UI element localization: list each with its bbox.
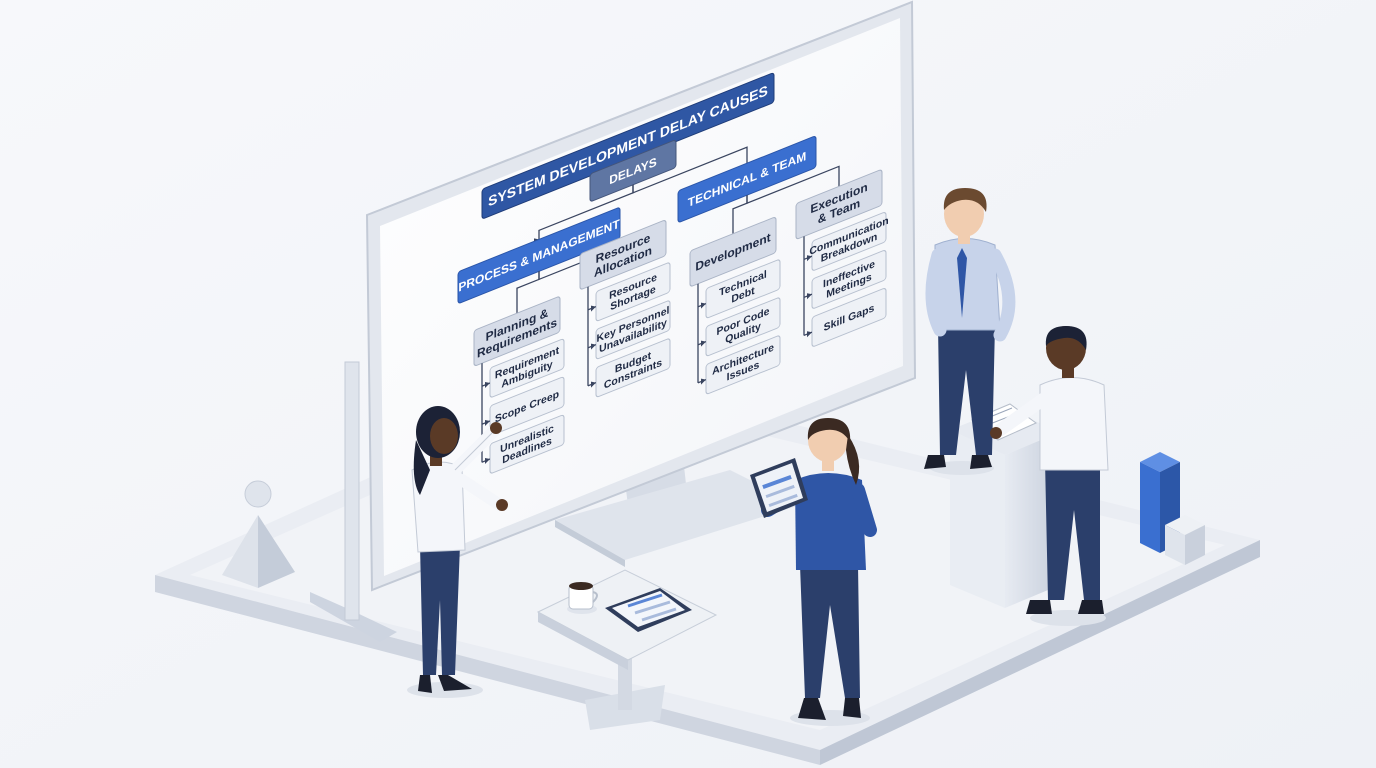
connector-arrow [485, 419, 490, 426]
person-presenter-left [407, 406, 508, 698]
connector-arrow [591, 381, 596, 388]
connector-branch-group [746, 165, 840, 205]
connector-arrow [807, 293, 812, 300]
group-box [473, 296, 561, 366]
connector-root-branch-2 [632, 146, 748, 194]
connector-arrow [701, 378, 706, 385]
connector-arrow [485, 381, 490, 388]
connector-arrow [807, 331, 812, 338]
connector-arrow [701, 340, 706, 347]
connector-arrow [591, 305, 596, 312]
tablet-icon [605, 588, 692, 632]
group-box [689, 217, 777, 287]
group-box [795, 169, 883, 240]
sphere-sculpture-icon [244, 480, 272, 508]
group-box [579, 220, 667, 290]
connector-arrow [591, 343, 596, 350]
person-at-podium [990, 326, 1109, 626]
pyramid-sculpture-icon [222, 515, 295, 588]
person-standing-tie [924, 188, 1016, 475]
tablet-icon [750, 458, 808, 518]
connector-arrow [807, 255, 812, 262]
connector-arrow [485, 457, 490, 464]
stand-pole [310, 361, 397, 642]
bar-block-icon [1140, 452, 1205, 565]
person-tablet-center [750, 418, 877, 726]
coffee-cup-icon [567, 582, 598, 614]
coffee-table [536, 569, 718, 730]
connector-arrow [701, 302, 706, 309]
